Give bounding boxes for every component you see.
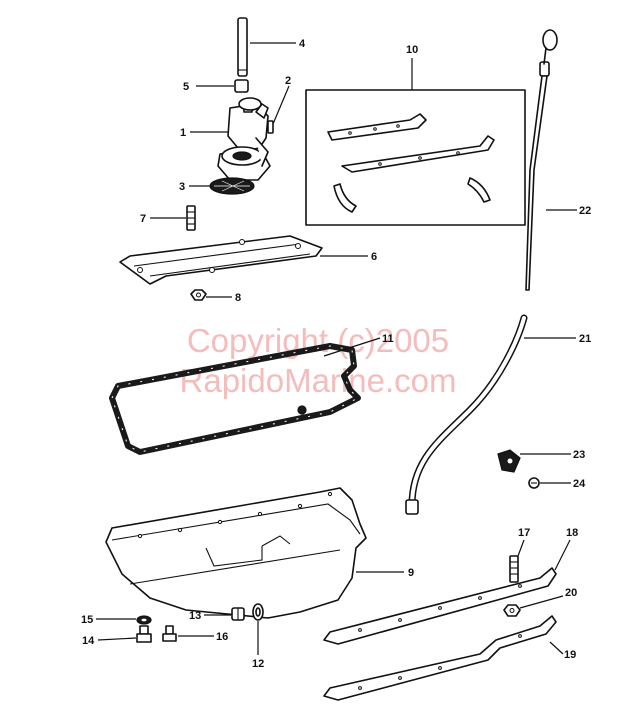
part-6-baffle <box>119 235 323 285</box>
callout-16: 16 <box>216 631 228 643</box>
callout-24: 24 <box>573 478 586 490</box>
callout-23: 23 <box>573 449 585 461</box>
callout-19: 19 <box>564 649 576 661</box>
callout-3: 3 <box>179 181 185 193</box>
part-22-dipstick <box>525 29 558 291</box>
part-14-bolt <box>136 625 152 643</box>
callout-5: 5 <box>183 81 189 93</box>
part-19-side-rail-gasket <box>323 615 557 701</box>
part-4-pickup-tube <box>237 17 248 77</box>
part-2-pin <box>267 120 274 134</box>
callout-7: 7 <box>140 213 146 225</box>
callout-8: 8 <box>235 292 241 304</box>
callout-15: 15 <box>81 614 93 626</box>
part-13-drain-plug <box>231 607 245 621</box>
callout-2: 2 <box>285 75 291 87</box>
callout-11: 11 <box>382 333 394 345</box>
callout-17: 17 <box>518 527 530 539</box>
part-7-stud <box>186 205 196 231</box>
part-17-stud <box>509 555 519 583</box>
part-24-screw <box>528 477 540 489</box>
callout-13: 13 <box>189 610 201 622</box>
callout-12: 12 <box>252 658 264 670</box>
callout-labels: 4 5 2 1 3 7 6 8 10 22 11 21 23 24 9 13 1… <box>81 38 591 670</box>
part-20-nut <box>503 604 521 617</box>
part-1-oil-pump <box>217 97 271 181</box>
leader-lines <box>96 42 577 655</box>
part-12-washer <box>252 603 264 621</box>
callout-6: 6 <box>371 251 377 263</box>
part-18-side-rail-gasket <box>323 567 557 645</box>
part-9-oil-pan <box>105 487 367 619</box>
part-21-dipstick-tube <box>405 314 528 515</box>
callout-22: 22 <box>579 205 591 217</box>
part-3-screen <box>209 177 255 195</box>
part-15-washer <box>136 615 152 625</box>
part-23-clip <box>497 449 521 473</box>
part-8-nut <box>190 289 207 301</box>
callout-9: 9 <box>408 567 414 579</box>
callout-21: 21 <box>579 333 591 345</box>
part-5-sleeve <box>234 79 249 93</box>
part-11-pan-gasket <box>109 343 361 455</box>
callout-10: 10 <box>406 44 418 56</box>
callout-18: 18 <box>566 527 578 539</box>
callout-14: 14 <box>82 635 95 647</box>
part-16-bolt <box>162 625 177 642</box>
callout-4: 4 <box>299 38 306 50</box>
part-10-gasket-set <box>305 89 526 226</box>
callout-20: 20 <box>565 587 577 599</box>
callout-1: 1 <box>180 127 186 139</box>
watermark-line-1: Copyright (c)2005 <box>187 322 449 359</box>
